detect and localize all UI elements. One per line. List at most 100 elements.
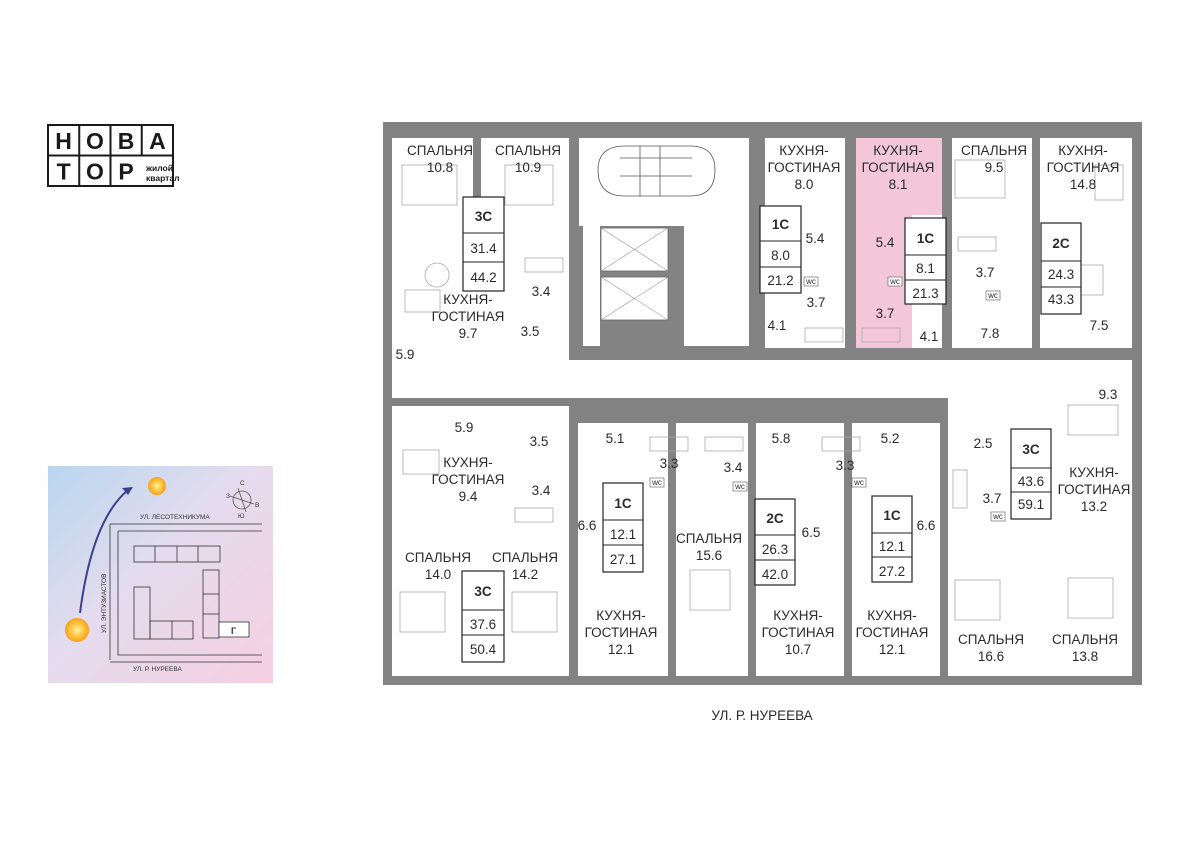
wc-tag: wc xyxy=(992,512,1003,521)
area-value: 3.3 xyxy=(836,458,855,473)
apartment-type: 1С xyxy=(772,217,790,232)
apartment-living: 31.4 xyxy=(470,241,497,256)
area-value: 3.5 xyxy=(530,434,549,449)
room-name: КУХНЯ- xyxy=(1069,465,1119,480)
logo-letter: В xyxy=(118,128,135,154)
apartment-total: 43.3 xyxy=(1048,292,1074,307)
room-labels: СПАЛЬНЯ 10.8 СПАЛЬНЯ 10.9 КУХНЯ- ГОСТИНА… xyxy=(405,143,1130,664)
area-value: 3.4 xyxy=(532,284,551,299)
site-map: С З В Ю УЛ. ЛЕСОТЕХНИКУМА УЛ. Р. НУРЕЕВА… xyxy=(48,466,273,683)
area-value: 5.8 xyxy=(772,431,791,446)
logo-letter: А xyxy=(149,128,166,154)
apartment-badge[interactable]: 1С 12.1 27.2 xyxy=(871,495,913,583)
apartment-badge[interactable]: 1С 12.1 27.1 xyxy=(602,482,644,573)
apartment-living: 12.1 xyxy=(879,539,905,554)
room-name: СПАЛЬНЯ xyxy=(1052,632,1118,647)
area-value: 7.5 xyxy=(1090,318,1109,333)
area-value: 3.7 xyxy=(876,306,895,321)
area-value: 4.1 xyxy=(768,318,787,333)
street-label: УЛ. Р. НУРЕЕВА xyxy=(711,708,812,723)
room-area: 15.6 xyxy=(696,548,722,563)
room-name: КУХНЯ- xyxy=(443,292,493,307)
apartment-type: 3С xyxy=(1022,442,1040,457)
compass-e: В xyxy=(255,502,259,509)
logo-letter: Н xyxy=(55,128,72,154)
street-left-label: УЛ. ЭНТУЗИАСТОВ xyxy=(101,574,108,633)
room-area: 16.6 xyxy=(978,649,1004,664)
logo-letter: О xyxy=(86,128,104,154)
room-name: ГОСТИНАЯ xyxy=(856,625,929,640)
room-area: 13.2 xyxy=(1081,499,1107,514)
area-value: 3.5 xyxy=(521,324,540,339)
apartment-total: 21.2 xyxy=(767,273,793,288)
apartment-type: 3С xyxy=(474,584,492,599)
apartment-badge[interactable]: 2С 26.3 42.0 xyxy=(754,498,796,586)
area-value: 7.8 xyxy=(981,326,1000,341)
apartment-type: 1С xyxy=(917,231,935,246)
room-name: КУХНЯ- xyxy=(779,143,829,158)
room-name: КУХНЯ- xyxy=(443,455,493,470)
apartment-badges: 3С 31.4 44.2 1С 8.0 21.2 1С 8.1 21.3 2С … xyxy=(461,196,1082,663)
compass-n: С xyxy=(240,480,245,487)
area-value: 4.1 xyxy=(920,329,939,344)
compass-icon xyxy=(229,487,255,513)
apartment-badge[interactable]: 3С 31.4 44.2 xyxy=(462,196,505,292)
area-value: 5.9 xyxy=(396,347,415,362)
room-area: 14.0 xyxy=(425,567,451,582)
apartment-total: 27.1 xyxy=(610,552,636,567)
area-value: 5.1 xyxy=(606,431,625,446)
room-area: 14.8 xyxy=(1070,177,1096,192)
room-name: ГОСТИНАЯ xyxy=(1047,160,1120,175)
elevator-icon xyxy=(600,227,669,321)
area-value: 3.3 xyxy=(660,456,679,471)
room-area: 12.1 xyxy=(608,642,634,657)
area-value: 6.5 xyxy=(802,525,821,540)
room-area: 10.8 xyxy=(427,160,453,175)
room-area: 9.5 xyxy=(985,160,1004,175)
room-name: КУХНЯ- xyxy=(596,608,646,623)
sun-path-arrow xyxy=(79,489,129,614)
furniture xyxy=(399,159,1124,633)
apartment-badge[interactable]: 2С 24.3 43.3 xyxy=(1040,222,1082,315)
wc-tag: wc xyxy=(853,478,864,487)
room-area: 9.4 xyxy=(459,489,478,504)
area-value: 9.3 xyxy=(1099,387,1118,402)
wc-tag: wc xyxy=(805,277,816,286)
wc-tags: wc wc wc wc wc wc wc xyxy=(649,276,1006,522)
room-name: СПАЛЬНЯ xyxy=(492,550,558,565)
area-value: 3.7 xyxy=(807,295,826,310)
area-value: 3.7 xyxy=(976,265,995,280)
room-name: ГОСТИНАЯ xyxy=(1058,482,1131,497)
area-value: 3.4 xyxy=(532,483,551,498)
wc-tag: wc xyxy=(889,277,900,286)
room-name: КУХНЯ- xyxy=(773,608,823,623)
apartment-badge[interactable]: 3С 37.6 50.4 xyxy=(461,570,505,663)
area-value: 2.5 xyxy=(974,436,993,451)
small-area-labels: 3.4 3.5 5.9 5.4 3.7 4.1 5.4 3.7 4.1 3.7 … xyxy=(396,231,1118,540)
apartment-badge[interactable]: 1С 8.1 21.3 xyxy=(904,217,947,305)
area-value: 3.4 xyxy=(724,460,743,475)
apartment-total: 44.2 xyxy=(470,270,496,285)
apartment-badge[interactable]: 1С 8.0 21.2 xyxy=(759,205,802,294)
compass-w: З xyxy=(226,493,230,500)
wc-tag: wc xyxy=(987,291,998,300)
apartment-total: 27.2 xyxy=(879,564,905,579)
apartment-living: 24.3 xyxy=(1048,267,1074,282)
room-name: СПАЛЬНЯ xyxy=(961,143,1027,158)
logo-tagline: жилой xyxy=(145,163,173,173)
street-bottom-label: УЛ. Р. НУРЕЕВА xyxy=(133,666,182,673)
room-name: СПАЛЬНЯ xyxy=(405,550,471,565)
apartment-living: 37.6 xyxy=(470,617,496,632)
highlighted-apartment[interactable] xyxy=(856,138,942,348)
logo-tagline: квартал xyxy=(146,173,179,183)
room-name: ГОСТИНАЯ xyxy=(768,160,841,175)
apartment-type: 1С xyxy=(883,508,901,523)
apartment-total: 42.0 xyxy=(762,567,788,582)
apartment-type: 2С xyxy=(766,511,784,526)
wc-tag: wc xyxy=(651,478,662,487)
room-area: 9.7 xyxy=(459,326,478,341)
apartment-badge[interactable]: 3С 43.6 59.1 xyxy=(1010,428,1052,520)
area-value: 5.2 xyxy=(881,431,900,446)
room-name: ГОСТИНАЯ xyxy=(585,625,658,640)
room-name: ГОСТИНАЯ xyxy=(432,309,505,324)
